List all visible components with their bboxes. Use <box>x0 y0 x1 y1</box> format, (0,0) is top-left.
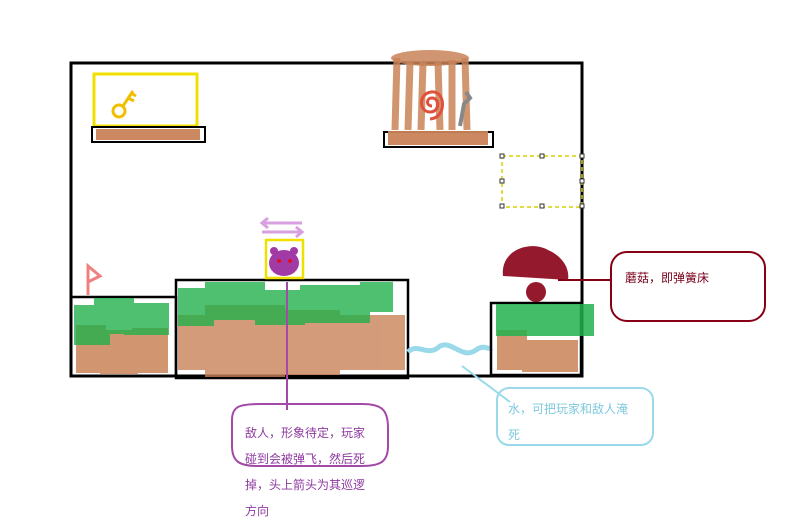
water <box>406 342 494 356</box>
enemy-sprite <box>269 247 299 276</box>
start-platform-grass <box>74 298 169 345</box>
level-frame <box>69 61 584 378</box>
water-note-text: 水，可把玩家和敌人淹死 <box>508 402 629 442</box>
key-platform-dirt <box>96 129 200 140</box>
right-platform-dirt <box>497 330 578 372</box>
mushroom-icon <box>502 246 569 302</box>
mushroom-note-text: 蘑菇，即弹簧床 <box>625 271 710 285</box>
water-note-bubble <box>496 387 654 446</box>
spiral-icon <box>420 90 444 121</box>
selection-box <box>499 153 585 209</box>
middle-platform <box>174 278 410 380</box>
lock-icon <box>458 90 473 127</box>
right-platform-grass <box>496 304 594 336</box>
enemy-note-text: 敌人，形象待定，玩家碰到会被弹飞，然后死掉，头上箭头为其巡逻方向 <box>245 426 366 518</box>
water-note-connector <box>461 365 511 403</box>
key-icon <box>111 90 137 119</box>
middle-platform-grass <box>178 282 393 326</box>
right-platform <box>489 301 583 377</box>
enemy-box <box>264 238 305 280</box>
patrol-arrow-icon <box>259 216 305 239</box>
enemy-note-bubble <box>231 403 389 467</box>
key-zone <box>92 72 199 128</box>
mushroom-note-bubble <box>610 251 766 322</box>
flag-icon <box>86 262 103 295</box>
cage-platform-dirt <box>388 131 488 145</box>
